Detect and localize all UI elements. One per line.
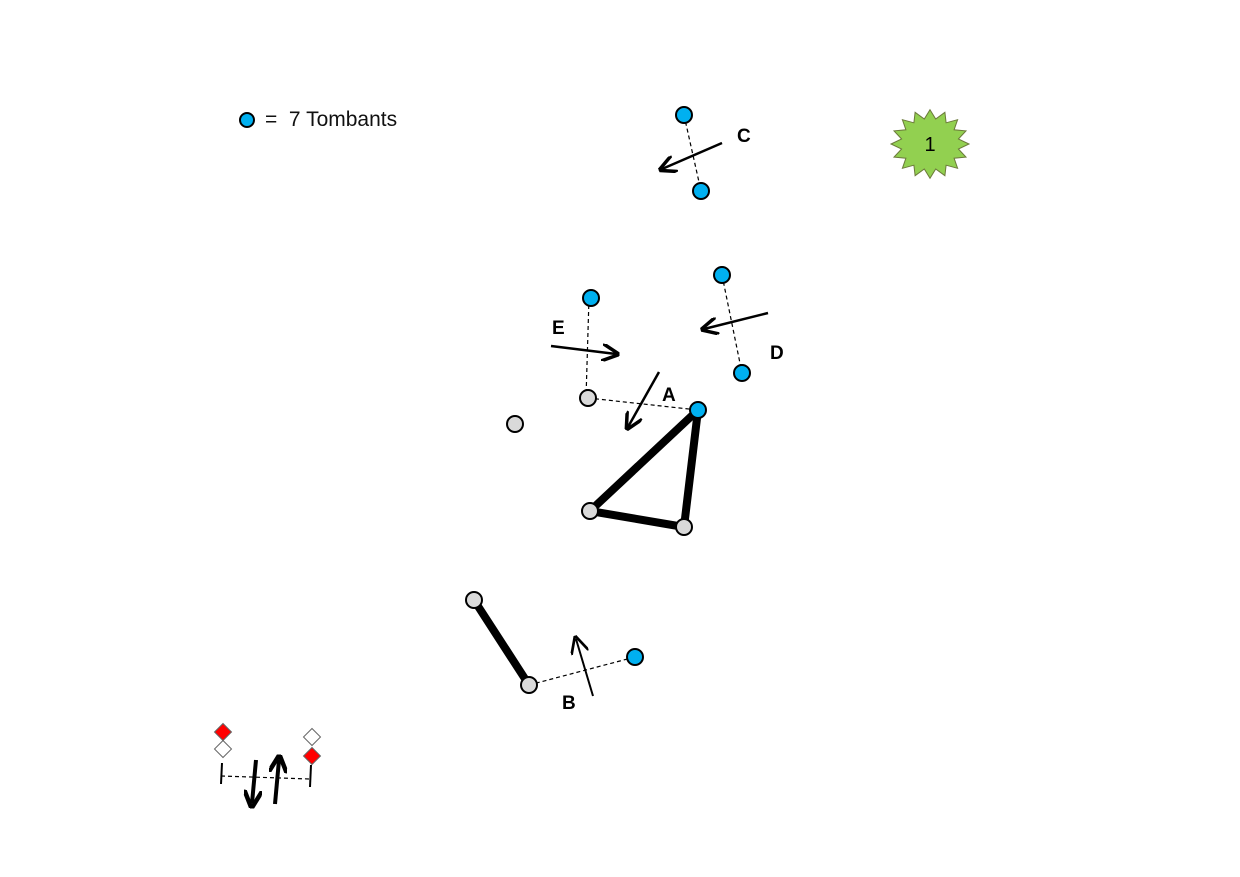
grey-player-circle-icon: [520, 676, 538, 694]
legend-blue-circle-icon: [239, 112, 255, 128]
segment-b-thick: [470, 596, 533, 689]
dashed-line-c: [683, 114, 702, 192]
label-b: B: [562, 693, 576, 714]
label-c: C: [737, 126, 751, 147]
blue-player-circle-icon: [626, 648, 644, 666]
grey-player-circle-icon: [465, 591, 483, 609]
grey-players: [465, 389, 693, 694]
white-diamond-icon: [302, 727, 322, 747]
arrow-c: [662, 141, 723, 169]
blue-player-circle-icon: [689, 401, 707, 419]
red-diamond-icon: [213, 722, 233, 742]
grey-player-circle-icon: [675, 518, 693, 536]
arrow-d: [704, 311, 769, 329]
arrows: [550, 141, 769, 697]
grey-player-circle-icon: [579, 389, 597, 407]
up-arrow-icon: [275, 760, 279, 805]
triangle-edge-2: [586, 507, 688, 531]
triangle-edge-1: [680, 406, 702, 531]
blue-player-circle-icon: [692, 182, 710, 200]
grey-player-circle-icon: [506, 415, 524, 433]
white-diamond-icon: [213, 739, 233, 759]
dashed-line-a: [587, 397, 699, 411]
dashed-connectors: [528, 114, 743, 686]
label-a: A: [662, 385, 676, 406]
red-diamond-icon: [302, 746, 322, 766]
arrow-a: [628, 371, 661, 427]
label-e: E: [552, 318, 565, 339]
corner-dashed-line: [220, 775, 311, 780]
thick-lines: [470, 406, 702, 689]
step-badge: 1: [889, 108, 971, 180]
blue-player-circle-icon: [733, 364, 751, 382]
blue-player-circle-icon: [675, 106, 693, 124]
right-post: [309, 764, 312, 788]
left-post: [220, 762, 223, 785]
blue-player-circle-icon: [713, 266, 731, 284]
dashed-line-e: [585, 297, 590, 399]
starburst-icon: [889, 108, 971, 180]
arrow-b: [576, 639, 594, 697]
arrow-e: [550, 346, 616, 354]
blue-players: [582, 106, 751, 666]
down-arrow-icon: [252, 759, 256, 803]
dashed-line-b: [528, 656, 636, 686]
legend-text: = 7 Tombants: [265, 108, 398, 131]
corner-symbol: [213, 722, 322, 805]
left-marker-stack: [213, 722, 233, 785]
right-marker-stack: [302, 727, 322, 788]
legend: = 7 Tombants: [239, 106, 397, 134]
grey-player-circle-icon: [581, 502, 599, 520]
label-d: D: [770, 343, 784, 364]
dashed-line-d: [721, 274, 743, 374]
blue-player-circle-icon: [582, 289, 600, 307]
triangle-edge-3: [586, 406, 702, 515]
badge-number: 1: [924, 134, 935, 156]
